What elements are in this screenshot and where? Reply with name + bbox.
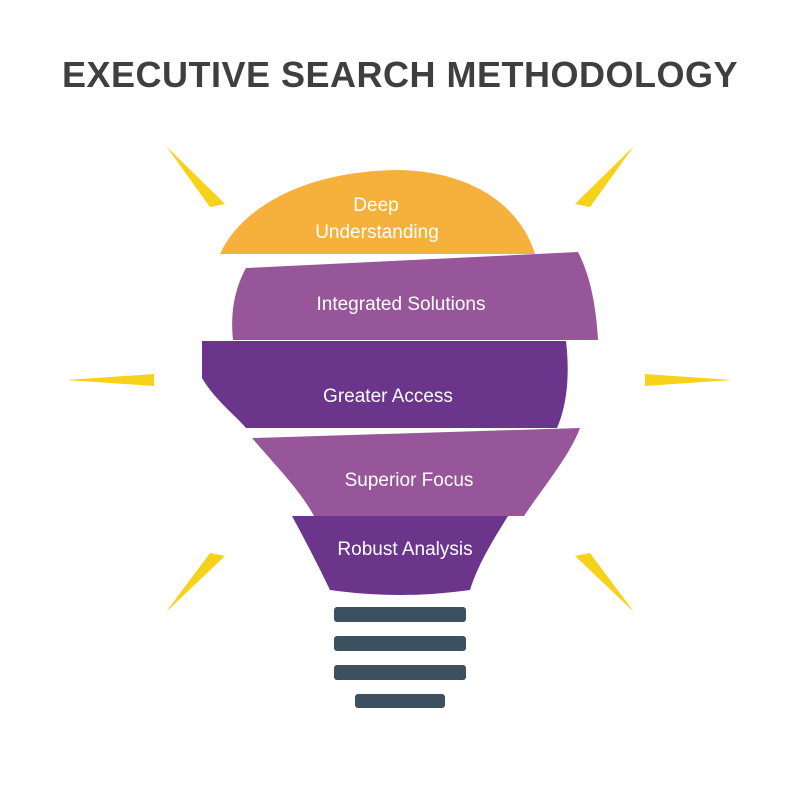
layer-integrated-solutions [232,252,598,340]
base-bar [334,636,466,651]
superior-focus-label: Superior Focus [345,470,474,491]
page-title: EXECUTIVE SEARCH METHODOLOGY [61,54,739,95]
light-ray-icon [645,374,732,386]
greater-access-label: Greater Access [323,386,453,407]
deep-understanding-label-line-2: Understanding [315,222,439,243]
light-ray-icon [166,553,225,612]
base-bar [355,694,445,708]
integrated-solutions-label: Integrated Solutions [316,294,485,315]
robust-analysis-label: Robust Analysis [337,539,472,560]
deep-understanding-label-line-1: Deep [353,195,398,216]
layer-robust-analysis [292,516,508,595]
layer-greater-access [202,341,568,428]
light-ray-icon [575,146,634,207]
light-rays [66,146,732,612]
layer-deep-understanding [220,170,535,254]
bulb-layers [202,170,598,595]
light-ray-icon [66,374,154,386]
base-bar [334,607,466,622]
layer-superior-focus [252,428,580,516]
layer-labels: Deep Understanding Integrated Solutions … [315,195,485,560]
bulb-base [334,607,466,708]
base-bar [334,665,466,680]
light-ray-icon [575,553,634,612]
light-ray-icon [166,146,225,207]
